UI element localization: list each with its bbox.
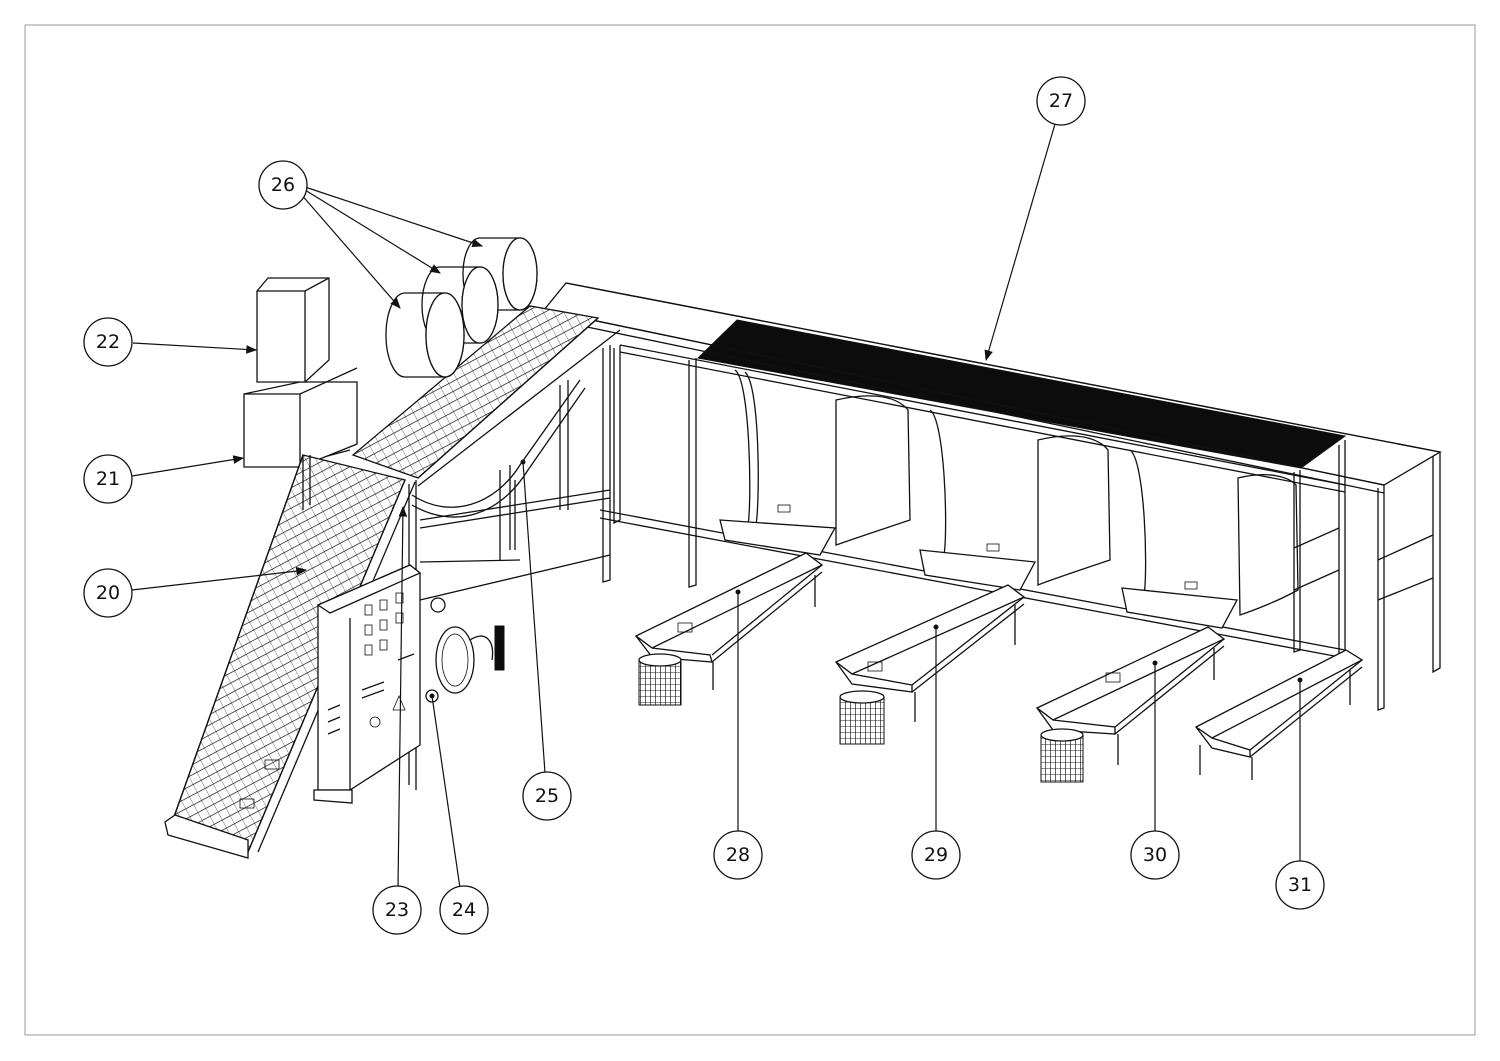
- drum-3: [462, 237, 538, 311]
- basket-1: [638, 653, 682, 706]
- drums: [385, 237, 538, 378]
- motor-unit: [425, 597, 505, 703]
- upper-conveyor: [304, 305, 621, 790]
- drawing-border: [24, 24, 1476, 1036]
- basket-3: [1040, 728, 1084, 783]
- control-cabinet: [313, 564, 422, 804]
- callout-21-label: 21: [96, 468, 120, 490]
- callout-27-label: 27: [1049, 90, 1073, 112]
- callout-21: 21: [83, 454, 133, 504]
- callout-26-label: 26: [271, 174, 295, 196]
- chute-panels: [719, 369, 1299, 629]
- callout-25-label: 25: [535, 785, 559, 807]
- conveyor-30: [1035, 626, 1226, 765]
- callout-22: 22: [83, 317, 133, 367]
- callout-20: 20: [83, 568, 133, 618]
- callout-28: 28: [713, 830, 763, 880]
- callout-27: 27: [1036, 76, 1086, 126]
- callout-23-label: 23: [385, 899, 409, 921]
- callout-20-label: 20: [96, 582, 120, 604]
- drum-2: [421, 266, 499, 344]
- conveyor-29: [834, 584, 1026, 722]
- conveyor-31: [1194, 649, 1364, 780]
- callout-30-label: 30: [1143, 844, 1167, 866]
- callout-24: 24: [439, 885, 489, 935]
- callout-29: 29: [911, 830, 961, 880]
- basket-2: [839, 690, 885, 745]
- callout-28-label: 28: [726, 844, 750, 866]
- callout-22-label: 22: [96, 331, 120, 353]
- callout-29-label: 29: [924, 844, 948, 866]
- callout-31: 31: [1275, 860, 1325, 910]
- callout-31-label: 31: [1288, 874, 1312, 896]
- callout-26: 26: [258, 160, 308, 210]
- callout-23: 23: [372, 885, 422, 935]
- callout-24-label: 24: [452, 899, 476, 921]
- main-frame: [542, 282, 1442, 711]
- drum-1: [385, 292, 465, 378]
- callout-30: 30: [1130, 830, 1180, 880]
- leaders: [131, 123, 1303, 889]
- box-22: [256, 277, 330, 383]
- callout-25: 25: [522, 771, 572, 821]
